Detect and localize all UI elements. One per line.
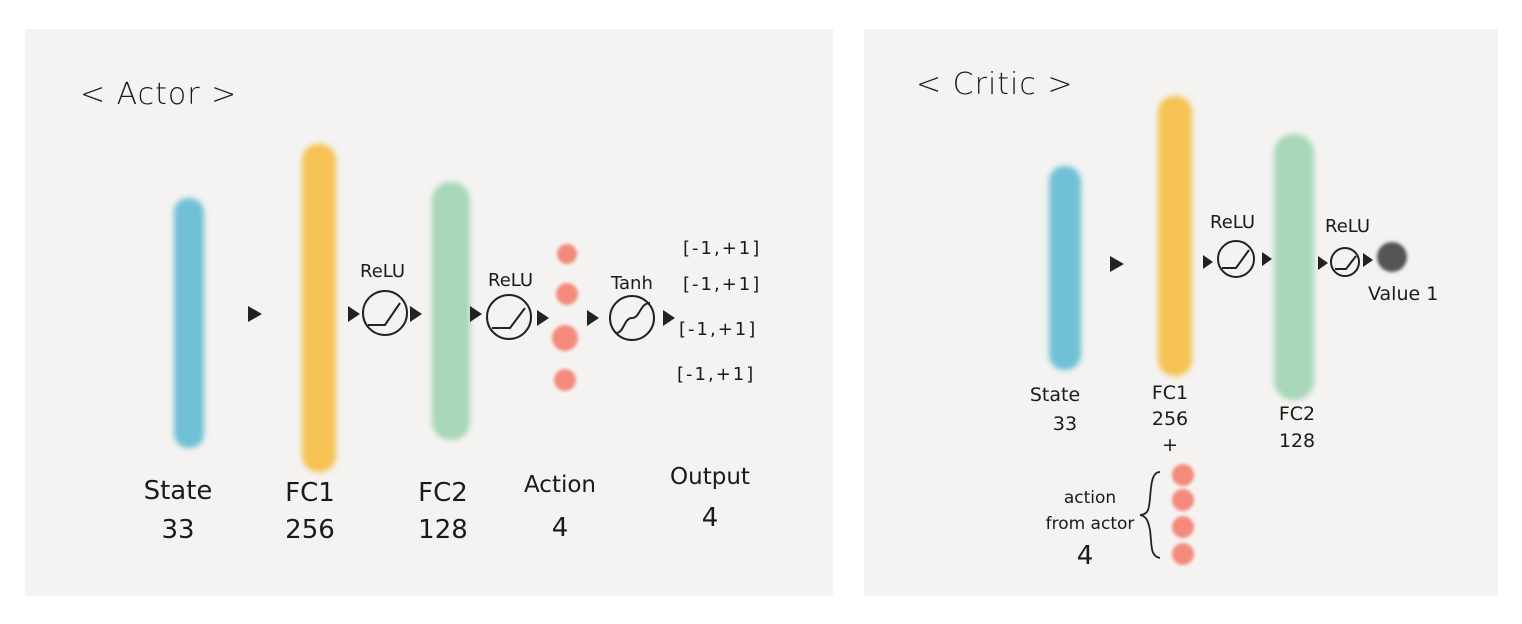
critic-action-nodes xyxy=(1172,464,1194,565)
critic-action-line1: action xyxy=(1063,488,1117,508)
actor-fc1-label: FC1 xyxy=(285,478,335,508)
relu-icon xyxy=(486,294,532,340)
arrow-icon xyxy=(1318,256,1328,270)
arrow-icon xyxy=(587,310,599,326)
critic-activation-1: ReLU xyxy=(1210,212,1256,233)
arrow-icon xyxy=(1262,252,1272,266)
critic-title: < Critic > xyxy=(916,67,1074,102)
critic-activation-2: ReLU xyxy=(1325,216,1371,237)
actor-output-range: [-1,+1] xyxy=(679,319,758,340)
arrow-icon xyxy=(1110,256,1124,272)
arrow-icon xyxy=(1363,253,1373,267)
critic-fc1-plus: + xyxy=(1162,434,1178,456)
critic-fc2-layer xyxy=(1274,134,1314,400)
critic-action-node xyxy=(1172,516,1194,538)
critic-state-label: State xyxy=(1029,384,1081,406)
actor-output-range: [-1,+1] xyxy=(683,238,762,259)
actor-action-label: Action xyxy=(523,472,597,498)
actor-output-range: [-1,+1] xyxy=(683,274,762,295)
actor-action-node xyxy=(556,283,578,305)
critic-fc1-layer xyxy=(1158,96,1192,376)
brace-icon xyxy=(1139,471,1161,559)
critic-fc2-size: 128 xyxy=(1278,430,1316,452)
arrow-icon xyxy=(1203,255,1213,269)
arrow-icon xyxy=(663,310,675,326)
tanh-icon xyxy=(609,295,655,341)
actor-fc1-layer xyxy=(302,144,336,472)
actor-action-nodes xyxy=(552,244,578,391)
critic-state-layer xyxy=(1049,166,1081,370)
actor-activation-1: ReLU xyxy=(360,261,406,282)
actor-activation-2: ReLU xyxy=(488,270,534,291)
actor-action-node xyxy=(557,244,577,264)
actor-state-label: State xyxy=(143,476,213,506)
arrow-icon xyxy=(348,306,360,322)
actor-fc2-size: 128 xyxy=(418,515,468,545)
critic-action-line2: from actor xyxy=(1045,514,1135,534)
actor-fc2-layer xyxy=(432,182,470,440)
arrow-icon xyxy=(470,306,482,322)
actor-panel xyxy=(25,29,833,596)
critic-fc1-size: 256 xyxy=(1151,408,1189,430)
critic-action-node xyxy=(1172,543,1194,565)
value-label: Value 1 xyxy=(1368,283,1439,305)
actor-action-node xyxy=(554,369,576,391)
actor-output-range: [-1,+1] xyxy=(677,364,756,385)
actor-fc2-label: FC2 xyxy=(418,478,468,508)
arrow-icon xyxy=(410,306,422,322)
value-node xyxy=(1377,242,1407,272)
critic-fc2-label: FC2 xyxy=(1278,403,1316,425)
actor-activation-3: Tanh xyxy=(611,273,653,294)
arrow-icon xyxy=(537,310,549,326)
relu-icon xyxy=(362,290,408,336)
relu-icon xyxy=(1217,240,1255,278)
actor-state-size: 33 xyxy=(161,515,195,545)
critic-action-size: 4 xyxy=(1076,541,1094,571)
critic-action-node xyxy=(1172,489,1194,511)
actor-state-layer xyxy=(174,198,204,448)
actor-action-size: 4 xyxy=(551,513,569,543)
actor-title: < Actor > xyxy=(80,77,238,112)
arrow-icon xyxy=(248,306,262,322)
actor-fc1-size: 256 xyxy=(285,515,335,545)
critic-fc1-label: FC1 xyxy=(1151,382,1189,404)
actor-output-label: Output xyxy=(670,464,750,490)
actor-action-node xyxy=(552,325,578,351)
actor-output-size: 4 xyxy=(701,503,719,533)
relu-icon xyxy=(1330,247,1360,277)
critic-state-size: 33 xyxy=(1052,413,1078,435)
critic-action-node xyxy=(1172,464,1194,486)
